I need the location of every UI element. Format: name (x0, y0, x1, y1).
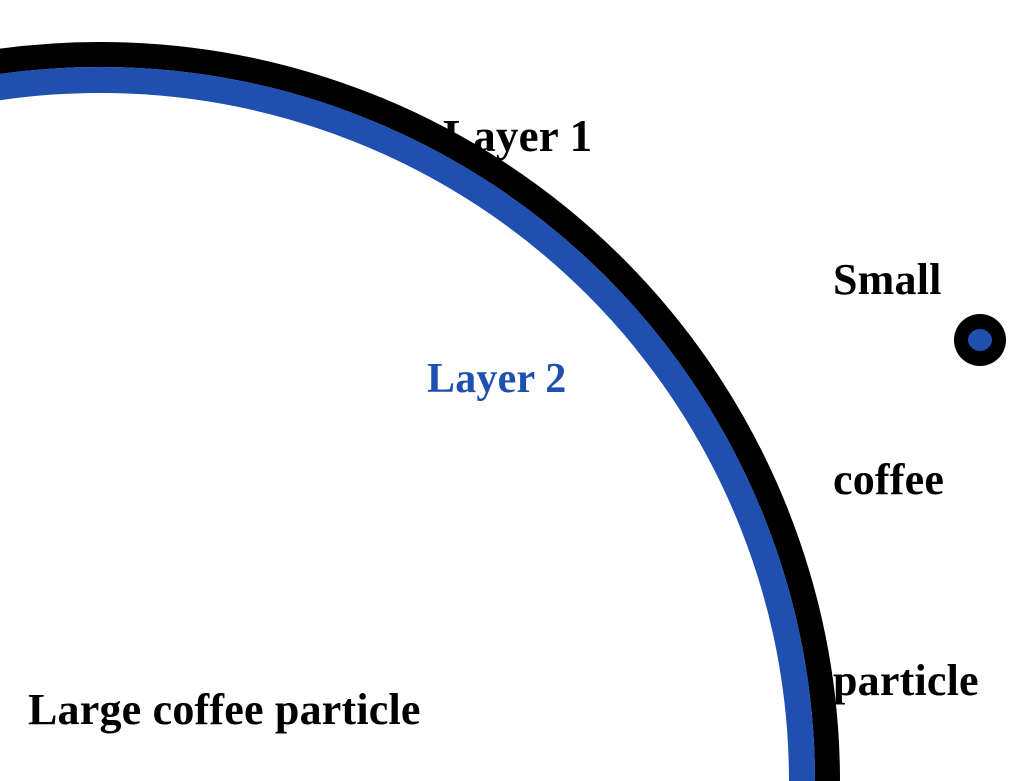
small-label-line-2: coffee (833, 455, 945, 505)
small-label-line-3: particle (833, 656, 979, 705)
small-coffee-particle-label: Small coffee particle (833, 113, 979, 781)
large-particle-layer1-arc (0, 42, 840, 781)
small-coffee-particle-graphic (954, 314, 1006, 366)
small-label-line-1: Small (833, 254, 942, 304)
large-particle-layer2-arc (0, 67, 815, 781)
small-particle-svg (954, 314, 1006, 366)
large-coffee-particle-label: Large coffee particle (28, 685, 421, 734)
layer1-label: Layer 1 (443, 111, 593, 161)
small-particle-layer2-core (968, 329, 992, 351)
layer2-label: Layer 2 (427, 356, 567, 402)
